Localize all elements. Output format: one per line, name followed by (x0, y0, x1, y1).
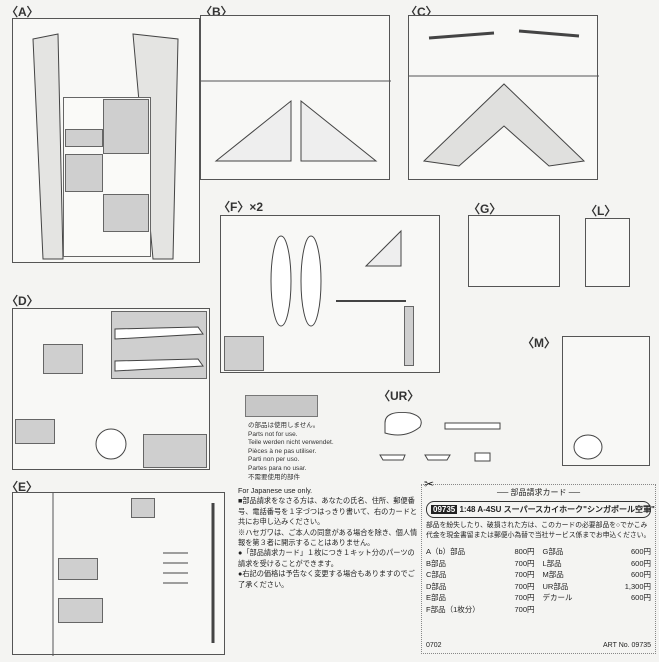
price-list: A（b）部品 800円 G部品 600円 B部品 700円 L部品 600円 C部品 700円 M部… (426, 546, 651, 615)
price-value: 700円 (514, 593, 535, 602)
sprue-l (585, 218, 630, 287)
price-item: C部品 700円 (426, 569, 535, 581)
price-value: 700円 (514, 570, 535, 579)
kit-name: 09735 1:48 A-4SU スーパースカイホーク"シンガポール空軍" (426, 501, 655, 518)
note-line: ※ハセガワは、ご本人の同意がある場合を除き、個人情報を第３者に開示することはあり… (238, 527, 418, 548)
sprue-g (468, 215, 560, 287)
legend-line: Teile werden nicht verwendet. (248, 439, 334, 447)
kit-title: 1:48 A-4SU スーパースカイホーク"シンガポール空軍" (459, 505, 655, 514)
section-label-ur: 〈UR〉 (378, 389, 420, 403)
sprue-e-drawing (52, 493, 215, 656)
unused-part (143, 434, 207, 468)
unused-parts-swatch (245, 395, 318, 417)
price-part: デカール (542, 593, 573, 602)
price-value: 600円 (630, 593, 651, 602)
section-label-g: 〈G〉 (468, 202, 502, 216)
legend-line: Parti non per uso. (248, 456, 300, 464)
legend-line: の部品は使用しません。 (248, 422, 320, 429)
unused-part (15, 419, 55, 444)
price-value: 600円 (630, 547, 651, 556)
unused-legend: の部品は使用しません。 Parts not for use. Teile wer… (248, 422, 334, 482)
price-part: L部品 (542, 558, 562, 568)
price-item: M部品 600円 (543, 569, 652, 581)
card-title: ── 部品請求カード ── (496, 488, 581, 497)
note-title: For Japanese use only. (238, 486, 313, 495)
price-part: C部品 (426, 570, 447, 579)
sprue-m (562, 336, 650, 466)
unused-part (103, 194, 149, 232)
sprue-b-drawing (201, 80, 391, 162)
price-part: UR部品 (542, 581, 569, 591)
price-item: E部品 700円 (426, 592, 535, 604)
price-value: 600円 (630, 558, 651, 568)
note-line: ●「部品請求カード」１枚につき１キット分のパーツの請求を受けることができます。 (238, 548, 415, 568)
price-item: A（b）部品 800円 (426, 546, 535, 558)
legend-line: 不需要使用的部件 (248, 473, 300, 481)
price-item: UR部品 1,300円 (543, 581, 652, 593)
unused-part (58, 598, 103, 623)
legend-line: Pièces à ne pas utiliser. (248, 447, 317, 455)
sprue-c-drawing (409, 29, 599, 167)
price-part: E部品 (426, 593, 447, 602)
japan-order-note: For Japanese use only. ■部品請求をなさる方は、あなたの氏… (238, 486, 420, 590)
art-number: ART No. 09735 (603, 642, 651, 649)
price-value: 700円 (514, 581, 535, 591)
section-label-m: 〈M〉 (522, 336, 556, 350)
price-value: 700円 (514, 558, 535, 568)
legend-line: Parts not for use. (248, 430, 298, 438)
price-item: G部品 600円 (543, 546, 652, 558)
print-code: 0702 (426, 642, 442, 649)
unused-part (131, 498, 155, 518)
price-value: 600円 (630, 570, 651, 579)
price-item: L部品 600円 (543, 558, 652, 570)
price-part: G部品 (542, 547, 564, 556)
note-line: ■部品請求をなさる方は、あなたの氏名、住所、郵便番号、電話番号を１字づつはっきり… (238, 496, 418, 527)
price-value: 800円 (514, 547, 535, 556)
scissors-icon: ✂ (424, 477, 435, 491)
unused-part (43, 344, 83, 374)
unused-part (404, 306, 414, 366)
card-description: 部品を紛失したり、破損された方は、このカードの必要部品を○でかこみ代金を現金書留… (426, 522, 651, 539)
price-part: F部品（1枚分） (426, 604, 480, 614)
price-item: デカール 600円 (543, 592, 652, 604)
unused-part (65, 154, 103, 192)
sprue-d-drawing (95, 326, 204, 460)
unused-part (103, 99, 149, 154)
sprue-b (200, 15, 391, 180)
parts-order-card: ✂ ── 部品請求カード ── 09735 1:48 A-4SU スーパースカイ… (421, 477, 656, 654)
unused-part (65, 129, 103, 147)
note-line: ●右記の価格は予告なく変更する場合もありますのでご了承ください。 (238, 569, 415, 589)
sprue-c (408, 15, 599, 180)
sprue-m-drawing (573, 434, 603, 460)
sprue-ur-drawing (379, 412, 501, 462)
section-label-l: 〈L〉 (585, 204, 617, 218)
price-value: 700円 (514, 604, 535, 614)
sprue-d (12, 308, 210, 470)
section-label-f: 〈F〉×2 (218, 200, 264, 214)
price-part: B部品 (426, 558, 447, 568)
price-part: M部品 (542, 570, 564, 579)
unused-part (224, 336, 264, 371)
kit-code: 09735 (431, 505, 458, 514)
section-label-e: 〈E〉 (6, 480, 39, 494)
section-label-a: 〈A〉 (6, 5, 39, 19)
price-part: A（b）部品 (426, 547, 466, 556)
sprue-e (12, 492, 225, 656)
sprue-a (12, 18, 200, 263)
price-item: D部品 700円 (426, 581, 535, 593)
price-value: 1,300円 (624, 581, 651, 591)
sprue-f-drawing (270, 229, 406, 327)
price-part: D部品 (426, 581, 447, 591)
section-label-d: 〈D〉 (6, 294, 39, 308)
sprue-f (220, 215, 440, 373)
legend-line: Partes para no usar. (248, 464, 307, 472)
price-item: F部品（1枚分） 700円 (426, 604, 535, 616)
unused-part (58, 558, 98, 580)
price-item: B部品 700円 (426, 558, 535, 570)
